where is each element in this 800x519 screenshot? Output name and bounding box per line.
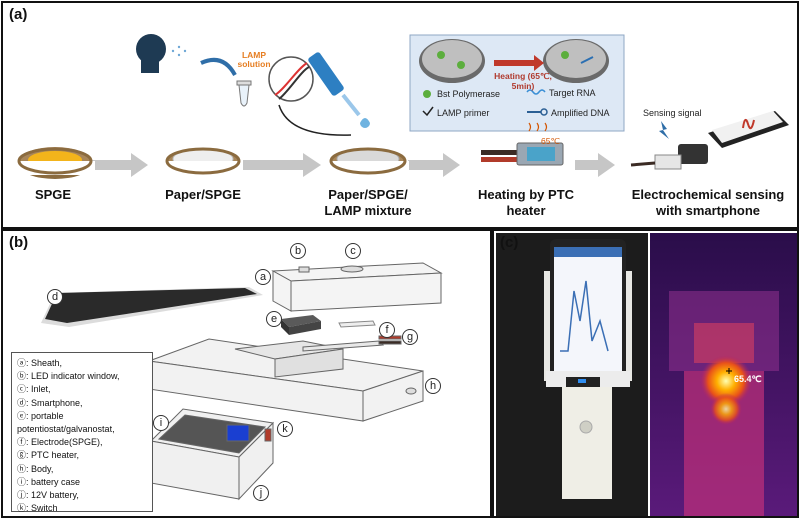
smartphone-illustration	[41, 287, 263, 327]
smartphone-sensing-illustration	[630, 111, 789, 170]
marker-i: i	[153, 415, 169, 431]
legend-target-rna: Target RNA	[549, 88, 596, 98]
panel-a: (a) LAMP solution Heating (65℃, 5min) Bs…	[1, 1, 799, 229]
marker-e: e	[266, 311, 282, 327]
temperature-reading: 65.4℃	[734, 374, 762, 384]
bst-polymerase-icon	[423, 90, 431, 98]
process-arrow	[91, 153, 615, 177]
legend-amplified-dna: Amplified DNA	[551, 108, 610, 118]
legend-item: ⓔ: portable	[17, 410, 64, 421]
marker-g: g	[402, 329, 418, 345]
arrow-to-drop	[278, 104, 352, 136]
heating-arrow	[494, 55, 544, 71]
marker-k: k	[277, 421, 293, 437]
legend-item: ⓒ: Inlet,	[17, 384, 51, 395]
panel-c: (c) 65.4℃	[492, 229, 799, 518]
step-label-heating: Heating by PTC heater	[477, 187, 575, 218]
panel-c-label: (c)	[500, 234, 519, 251]
legend-item: potentiostat/galvanostat,	[17, 424, 115, 435]
device-photos	[496, 233, 797, 516]
tube-icon	[236, 80, 252, 107]
sensing-signal-label: Sensing signal	[643, 108, 702, 118]
potentiostat-illustration	[281, 315, 321, 335]
legend-item: ⓖ: PTC heater,	[17, 450, 80, 461]
legend-item: ⓐ: Sheath,	[17, 358, 63, 368]
paper-spge-illustration	[163, 147, 243, 175]
lamp-solution-label: LAMP solution	[237, 50, 271, 69]
legend-item: ⓗ: Body,	[17, 463, 54, 474]
panel-a-illustration	[15, 34, 789, 179]
electrode-illustration	[338, 320, 376, 328]
ptc-heater-illustration	[481, 122, 564, 166]
step-label-sensing: Electrochemical sensing with smartphone	[631, 187, 785, 218]
panel-a-label: (a)	[9, 6, 28, 23]
step-label-spge: SPGE	[34, 187, 72, 202]
dna-magnifier-icon	[268, 56, 314, 102]
legend-item: ⓙ: 12V battery,	[17, 490, 79, 501]
legend-item: ⓘ: battery case	[17, 476, 81, 487]
legend-bst-polymerase: Bst Polymerase	[437, 89, 501, 99]
target-rna-icon	[526, 89, 546, 95]
legend-item: ⓓ: Smartphone,	[17, 397, 83, 408]
heating-condition-label: Heating (65℃, 5min)	[494, 71, 552, 91]
marker-b: b	[290, 243, 306, 259]
legend-item: ⓑ: LED indicator window,	[17, 371, 120, 382]
marker-a: a	[255, 269, 271, 285]
pipette-icon	[308, 52, 361, 117]
component-legend: ⓐ: Sheath, ⓑ: LED indicator window, ⓒ: I…	[11, 352, 153, 514]
lightning-icon	[659, 121, 669, 139]
sheath-illustration	[271, 262, 443, 312]
legend-item: ⓕ: Electrode(SPGE),	[17, 437, 103, 448]
marker-c: c	[345, 243, 361, 259]
panel-b-label: (b)	[9, 234, 29, 251]
lamp-primer-icon	[422, 106, 434, 117]
marker-f: f	[379, 322, 395, 338]
step-label-paper-spge-lamp: Paper/SPGE/ LAMP mixture	[324, 187, 412, 218]
legend-lamp-primer: LAMP primer	[437, 108, 490, 118]
spge-electrode-illustration	[15, 147, 95, 179]
ptc-temp-label: 65℃	[541, 136, 561, 146]
body-illustration	[148, 335, 424, 422]
paper-spge-lamp-illustration	[327, 118, 409, 175]
marker-j: j	[253, 485, 269, 501]
marker-h: h	[425, 378, 441, 394]
step-label-paper-spge: Paper/SPGE	[165, 187, 241, 202]
panel-b: (b) a b c d e f g h i j k ⓐ: Sheath, ⓑ: …	[1, 229, 492, 518]
person-head-icon	[136, 34, 187, 73]
legend-item: ⓚ: Switch	[17, 503, 58, 514]
device-exploded-view	[41, 262, 443, 501]
marker-d: d	[47, 289, 63, 305]
curved-arrow-icon	[200, 58, 237, 77]
battery-case-illustration	[149, 408, 275, 501]
